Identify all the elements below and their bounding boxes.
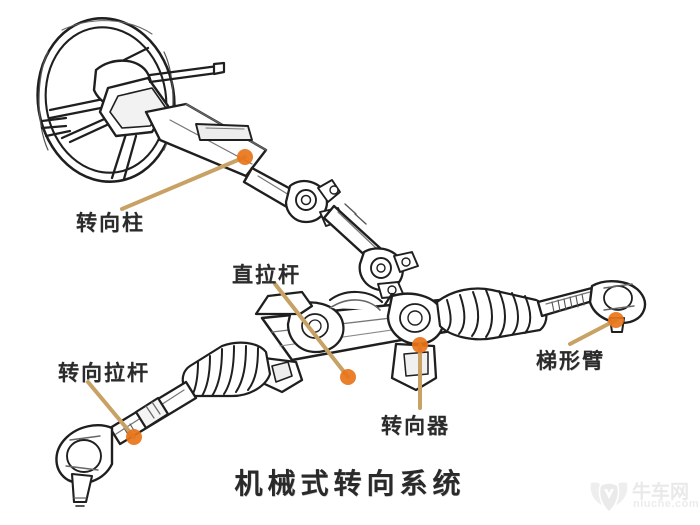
tie-rod-left xyxy=(108,380,198,446)
steering-wheel xyxy=(36,17,176,183)
marker-tie-rod xyxy=(126,429,142,445)
label-steering-arm: 梯形臂 xyxy=(536,349,605,373)
leader-drag-link xyxy=(273,282,350,379)
label-steering-column: 转向柱 xyxy=(76,211,145,235)
ball-joint-left xyxy=(55,424,114,507)
marker-steering-gear xyxy=(412,337,428,353)
leader-markers xyxy=(126,149,624,445)
label-steering-gear: 转向器 xyxy=(381,414,450,438)
marker-drag-link xyxy=(340,369,356,385)
rack-boot-left xyxy=(181,341,272,398)
steering-wheel-hub xyxy=(92,59,170,138)
label-tie-rod: 转向拉杆 xyxy=(58,361,150,385)
steering-gear-housing xyxy=(260,292,458,362)
leader-steering-arm xyxy=(568,318,618,346)
diagram-title: 机械式转向系统 xyxy=(234,469,466,500)
label-drag-link: 直拉杆 xyxy=(232,263,301,287)
steering-column-levers xyxy=(40,61,226,138)
leader-tie-rod xyxy=(86,380,136,439)
leader-steering-column xyxy=(120,155,247,211)
marker-steering-column xyxy=(237,149,253,165)
leader-lines xyxy=(86,155,618,439)
marker-steering-arm xyxy=(608,312,624,328)
